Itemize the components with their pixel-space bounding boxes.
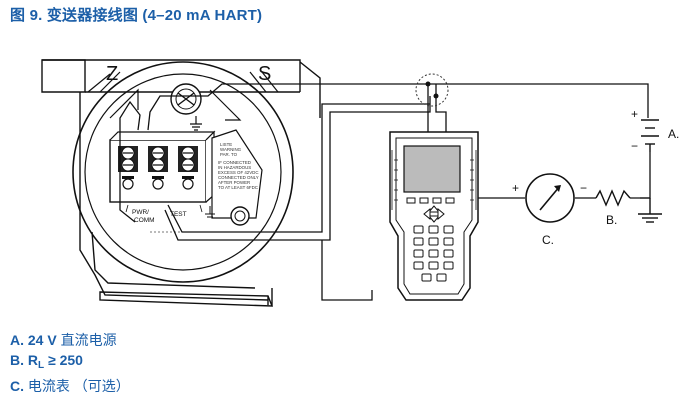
communicator-screen xyxy=(403,145,461,193)
figure-number: 图 9. xyxy=(10,7,43,24)
legend-b-sub: L xyxy=(38,360,45,371)
earth-ground-icon xyxy=(638,198,662,223)
label-line-8: AFTER POWER xyxy=(218,180,250,185)
junction-dot-2 xyxy=(433,93,439,99)
figure-caption: 变送器接线图 (4–20 mA HART) xyxy=(46,7,263,24)
terminal-screw-3 xyxy=(178,146,198,172)
keypad xyxy=(413,225,454,282)
terminal-ground-icon xyxy=(205,206,215,218)
legend: A. 24 V 直流电源 B. RL ≥ 250 C. 电流表 （可选） xyxy=(10,330,130,396)
label-line-1: LISTE xyxy=(220,142,232,147)
legend-b-rest: ≥ 250 xyxy=(48,352,83,368)
terminal-label-pwr: PWR/ xyxy=(132,209,149,216)
callout-b: B. xyxy=(606,213,617,227)
legend-a-text: 直流电源 xyxy=(60,332,117,348)
legend-c-letter: C. xyxy=(10,378,24,394)
side-grips xyxy=(391,150,477,210)
terminal-letter-s: S xyxy=(258,63,271,85)
housing-detail-lines xyxy=(87,71,279,121)
connection-highlight-circle xyxy=(415,73,449,107)
warning-label-plate xyxy=(211,129,263,219)
junction-dot-1 xyxy=(425,81,431,87)
cover-screw xyxy=(230,206,250,226)
terminal-letter-z: Z xyxy=(106,63,118,85)
legend-item-a: A. 24 V 直流电源 xyxy=(10,330,130,350)
legend-b-r: R xyxy=(27,352,39,368)
label-line-9: TO AT LEAST 6FDC xyxy=(218,185,258,190)
legend-item-b: B. RL ≥ 250 xyxy=(10,350,130,376)
label-line-2: WARNING xyxy=(220,147,242,152)
terminal-screw-1 xyxy=(118,146,138,172)
housing-cover-outer xyxy=(72,61,294,283)
callout-c: C. xyxy=(542,233,554,247)
terminal-label-brackets xyxy=(125,204,203,213)
transmitter-housing xyxy=(41,59,321,307)
legend-item-c: C. 电流表 （可选） xyxy=(10,376,130,396)
label-line-4: IF CONNECTED xyxy=(218,160,251,165)
label-line-7: CONNECTED ONLY xyxy=(218,175,259,180)
legend-b-letter: B. xyxy=(10,352,24,368)
top-screw xyxy=(170,83,202,115)
figure-title: 图 9. 变送器接线图 (4–20 mA HART) xyxy=(10,4,262,25)
callout-a: A. xyxy=(668,127,679,141)
terminal-screw-2 xyxy=(148,146,168,172)
ammeter xyxy=(525,173,575,223)
legend-c-text: 电流表 （可选） xyxy=(27,378,130,394)
hart-communicator xyxy=(389,131,479,301)
label-line-5: IN HAZARDOUS xyxy=(218,165,251,170)
battery-minus: − xyxy=(631,139,638,153)
softkeys xyxy=(406,197,455,204)
label-line-6: EXCESS OF 42VDC xyxy=(218,170,259,175)
terminal-label-test: TEST xyxy=(170,211,187,218)
dc-power-supply xyxy=(641,119,659,152)
wiring-diagram: Z S xyxy=(41,59,679,307)
arrow-pad xyxy=(423,205,445,223)
legend-a-letter: A. xyxy=(10,332,24,348)
terminal-block xyxy=(109,130,216,203)
chassis-ground-icon xyxy=(190,116,202,131)
load-resistor xyxy=(595,189,631,207)
ammeter-plus: + xyxy=(512,181,519,195)
battery-plus: + xyxy=(631,107,638,121)
terminal-label-comm: COMM xyxy=(134,217,155,224)
ammeter-minus: − xyxy=(580,181,587,195)
warning-label-text: LISTE WARNING PAR. TO IF CONNECTED IN HA… xyxy=(218,142,259,190)
housing-cover-inner xyxy=(84,73,282,271)
field-wiring xyxy=(119,83,651,301)
legend-a-value: 24 V xyxy=(27,332,57,348)
label-line-3: PAR. TO xyxy=(220,152,238,157)
